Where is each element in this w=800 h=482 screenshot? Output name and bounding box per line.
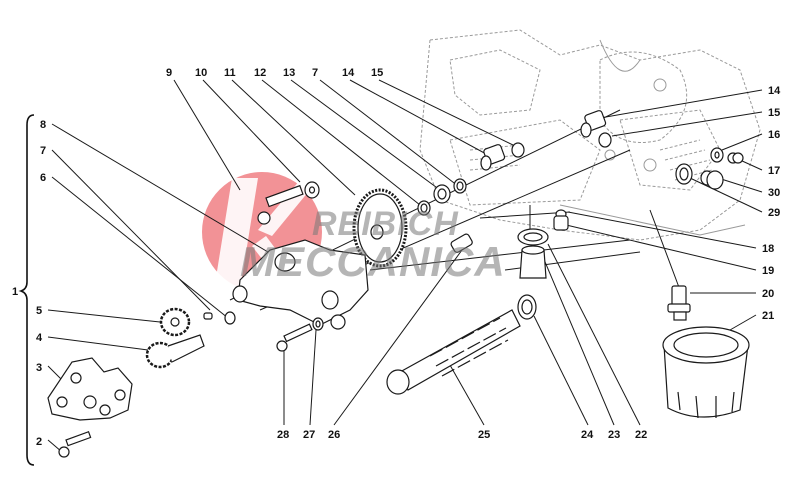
part-oring-15b [598, 132, 612, 148]
part-washer-16 [710, 147, 724, 163]
callout-label-22: 22 [635, 429, 648, 441]
callout-label-2: 2 [36, 436, 43, 448]
part-ring-7 [453, 178, 467, 194]
part-oring-15 [511, 142, 525, 158]
part-gasket-23 [517, 228, 549, 246]
crankcase-details [559, 39, 746, 236]
part-seal-29 [675, 163, 693, 185]
callout-label-4: 4 [36, 332, 43, 344]
part-bolt-9 [257, 184, 304, 225]
part-rotor-5 [159, 307, 191, 337]
callout-label-14: 14 [768, 85, 781, 97]
part-pump-cover-3 [47, 357, 133, 421]
part-ring-12 [417, 200, 431, 216]
callout-label-15: 15 [768, 107, 781, 119]
group-bracket [18, 114, 35, 466]
callout-label-27: 27 [303, 429, 316, 441]
part-screw-17 [727, 152, 744, 164]
callout-label-6: 6 [40, 172, 47, 184]
part-screw-28 [276, 323, 313, 352]
part-oil-filter-21 [662, 326, 750, 419]
part-seal-24 [517, 294, 537, 320]
part-circlip-7 [224, 311, 236, 325]
part-dowel-14 [480, 144, 506, 171]
callout-label-8: 8 [40, 119, 47, 131]
part-pin-6 [203, 312, 213, 320]
watermark-line1: REIBICH [312, 205, 459, 243]
part-gear-11 [352, 188, 408, 268]
callout-label-7: 7 [312, 67, 319, 79]
callout-label-23: 23 [608, 429, 621, 441]
callout-label-7: 7 [40, 145, 47, 157]
callout-label-1: 1 [12, 286, 19, 298]
part-strainer-25 [386, 309, 521, 395]
callout-label-3: 3 [36, 362, 43, 374]
callout-label-17: 17 [768, 165, 781, 177]
callout-label-5: 5 [36, 305, 43, 317]
part-plug-30 [700, 170, 724, 190]
part-dowel-14b [580, 110, 607, 138]
part-seal-13 [433, 184, 451, 204]
watermark-line2: MECCANICA [240, 238, 506, 285]
callout-label-11: 11 [224, 67, 236, 79]
part-plug-20 [667, 285, 691, 321]
callout-label-20: 20 [762, 288, 775, 300]
part-washer-27 [312, 317, 324, 331]
callout-label-13: 13 [283, 67, 296, 79]
callout-label-24: 24 [581, 429, 594, 441]
part-pump-body-8 [232, 239, 369, 330]
callout-label-30: 30 [768, 187, 781, 199]
callout-label-18: 18 [762, 243, 775, 255]
callout-label-12: 12 [254, 67, 267, 79]
callout-label-25: 25 [478, 429, 491, 441]
part-dowel-26 [450, 233, 473, 253]
callout-label-26: 26 [328, 429, 341, 441]
callout-label-9: 9 [166, 67, 173, 79]
callout-label-14: 14 [342, 67, 355, 79]
part-shaft-4 [145, 334, 205, 369]
part-cap-22 [519, 245, 547, 279]
part-screw-2 [58, 431, 92, 458]
part-washer-10 [304, 181, 320, 199]
part-plug-19 [553, 215, 569, 231]
callout-label-29: 29 [768, 207, 781, 219]
callout-label-21: 21 [762, 310, 775, 322]
callout-label-10: 10 [195, 67, 208, 79]
callout-label-28: 28 [277, 429, 290, 441]
parts [47, 110, 750, 458]
callout-label-15: 15 [371, 67, 384, 79]
callout-label-16: 16 [768, 129, 781, 141]
callout-label-19: 19 [762, 265, 775, 277]
